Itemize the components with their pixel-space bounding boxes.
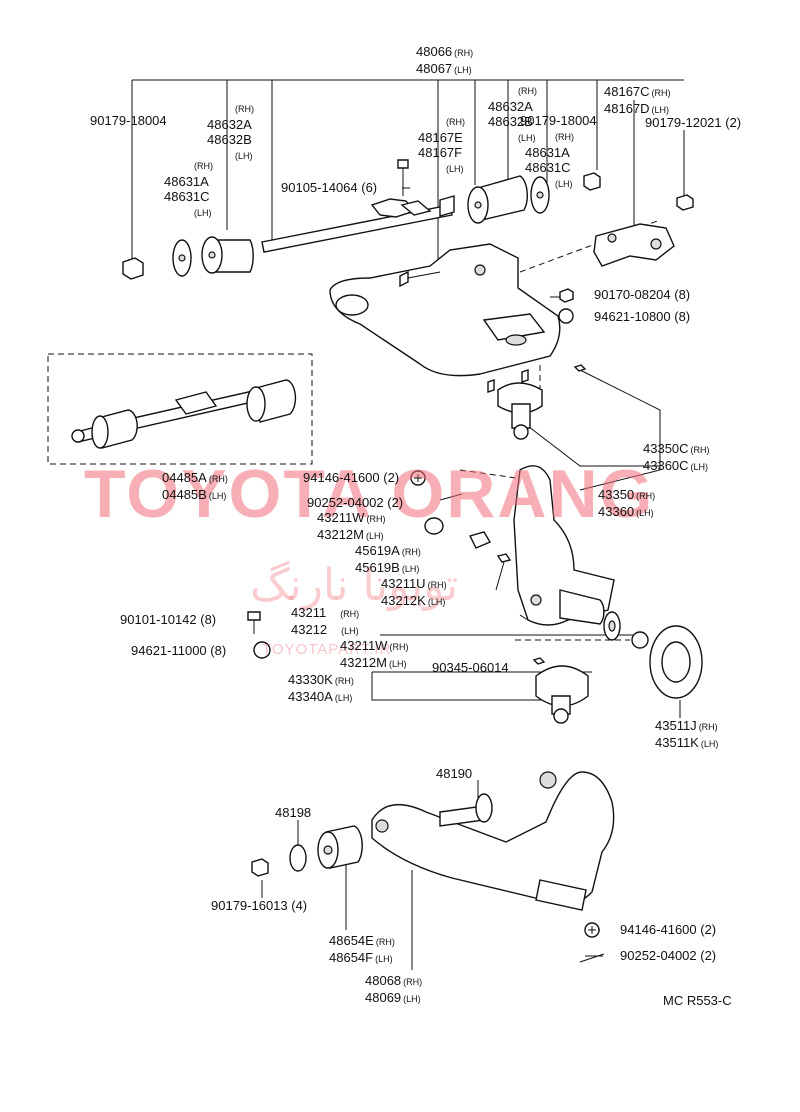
upper-ball-joint xyxy=(487,369,543,440)
label-lower-arm-assy: 48068(RH) 48069(LH) xyxy=(365,973,423,1005)
label-shaft-kit: 04485A(RH) 04485B(LH) xyxy=(162,470,228,502)
label-upper-balljoint-assy: 43350C(RH) 43360C(LH) xyxy=(643,441,710,473)
bolt-shaft xyxy=(397,159,409,196)
upper-shim-right xyxy=(530,176,550,214)
label-nut-castle-lower: 94146-41600 (2) xyxy=(620,922,717,937)
steering-knuckle xyxy=(513,465,621,641)
label-shaft-upper-mid: (RH) 48167E 48167F (LH) xyxy=(418,117,465,174)
upper-bushing-left xyxy=(201,236,254,274)
lower-bushing xyxy=(317,825,363,869)
nut-far-right xyxy=(676,194,694,211)
label-lower-shim: 48198 xyxy=(275,805,312,820)
label-nut-upper-right: 90179-18004 xyxy=(520,113,597,128)
upper-ball-joint-bolt xyxy=(573,364,587,372)
upper-shaft-right xyxy=(593,223,675,267)
label-nut-castle-upper: 94146-41600 (2) xyxy=(303,470,400,485)
label-shaft-upper-right: 48167C(RH) 48167D(LH) xyxy=(604,84,671,116)
cotter-lower xyxy=(579,953,605,963)
leader-lines xyxy=(131,79,685,970)
knuckle-bolt xyxy=(247,611,261,634)
grease-fitting xyxy=(532,657,546,665)
stopper xyxy=(468,531,492,549)
label-dust-cover-upper: 43211W(RH) 43212M(LH) xyxy=(317,510,386,542)
upper-shim-left xyxy=(172,239,192,277)
label-bolt-shaft: 90105-14064 (6) xyxy=(281,180,378,195)
arm-bolt xyxy=(399,270,441,288)
label-shim-upper-right: (RH) 48631A 48631C (LH) xyxy=(525,132,574,189)
castle-nut-upper xyxy=(410,470,426,486)
label-lower-balljoint: 43330K(RH) 43340A(LH) xyxy=(288,672,354,704)
upper-nut-left xyxy=(122,257,144,280)
label-dust-deflector: 43511J(RH) 43511K(LH) xyxy=(655,718,719,750)
castle-nut-lower xyxy=(584,922,600,938)
lower-ball-joint xyxy=(535,665,589,724)
label-bolt-knuckle-set: 43211U(RH) 43212K(LH) xyxy=(381,576,447,608)
label-upper-balljoint: 43350(RH) 43360(LH) xyxy=(598,487,656,519)
label-washer-balljoint: 94621-10800 (8) xyxy=(594,309,691,324)
label-bushing-upper-left: (RH) 48632A 48632B (LH) xyxy=(207,104,254,161)
cotter-upper xyxy=(439,493,463,501)
label-stopper: 45619A(RH) 45619B(LH) xyxy=(355,543,421,575)
label-shim-upper-left: (RH) 48631A 48631C (LH) xyxy=(164,161,213,218)
lower-nut xyxy=(251,858,269,877)
label-upper-arm-assy: 48066(RH) 48067(LH) xyxy=(416,44,474,76)
lower-bolt xyxy=(439,793,493,827)
lower-control-arm xyxy=(371,771,615,911)
label-bolt-knuckle: 90101-10142 (8) xyxy=(120,612,217,627)
knuckle-washer xyxy=(253,641,271,659)
label-grease-fitting: 90345-06014 xyxy=(432,660,509,675)
label-cotter-upper: 90252-04002 (2) xyxy=(307,495,404,510)
label-lower-bushing: 48654E(RH) 48654F(LH) xyxy=(329,933,395,965)
label-knuckle: 43211(RH) 43212(LH) xyxy=(291,605,360,637)
upper-nut-right xyxy=(583,172,601,191)
label-lower-nut: 90179-16013 (4) xyxy=(211,898,308,913)
lower-shim xyxy=(289,844,307,872)
balljoint-nut xyxy=(558,288,574,324)
dust-cover-upper xyxy=(424,517,444,535)
upper-bushing-right xyxy=(467,175,528,224)
label-lower-bolt: 48190 xyxy=(436,766,473,781)
label-nut-balljoint: 90170-08204 (8) xyxy=(594,287,691,302)
label-bushing-upper-right: (RH) 48632A 48632B (LH) xyxy=(488,86,537,143)
shaft-kit-drawing xyxy=(71,379,297,449)
shaft-kit-box xyxy=(47,353,313,465)
diagram-reference: MC R553-C xyxy=(663,993,732,1008)
upper-shaft xyxy=(261,195,455,253)
dust-cover-lower xyxy=(631,631,649,649)
label-nut-upper-left: 90179-18004 xyxy=(90,113,167,128)
dust-deflector xyxy=(649,625,703,699)
label-nut-far-right: 90179-12021 (2) xyxy=(645,115,742,130)
label-washer-knuckle: 94621-11000 (8) xyxy=(131,643,227,658)
bolt-knuckle-set xyxy=(495,553,512,591)
label-dust-cover-lower: 43211W(RH) 43212M(LH) xyxy=(340,638,409,670)
label-cotter-lower: 90252-04002 (2) xyxy=(620,948,717,963)
upper-control-arm xyxy=(329,243,561,377)
